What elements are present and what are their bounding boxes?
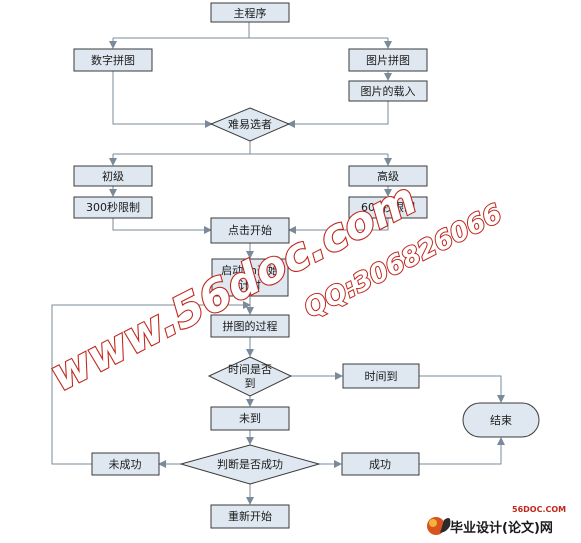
node-weidao: 未到: [210, 406, 290, 431]
node-lim300-label: 300秒限制: [86, 200, 140, 214]
node-weidao-label: 未到: [239, 412, 261, 425]
edges: [51, 22, 505, 505]
node-timer: 启动Th开始 计时: [211, 258, 289, 297]
node-gaoji: 高级: [348, 165, 428, 187]
node-jieshu-label: 结束: [490, 414, 512, 427]
node-shuzi-label: 数字拼图: [91, 53, 135, 67]
node-lim300: 300秒限制: [73, 196, 153, 219]
node-timer-label-2: 计时: [239, 279, 261, 292]
node-chongxin-label: 重新开始: [228, 509, 272, 523]
node-chuji-label: 初级: [102, 169, 124, 183]
logo-main-text: 毕业设计(论文)网: [450, 520, 553, 536]
node-chenggong-label: 成功: [369, 458, 391, 471]
node-lim600: 600秒限制: [348, 196, 428, 219]
node-gaoji-label: 高级: [377, 169, 399, 183]
node-weichenggong: 未成功: [91, 452, 160, 476]
node-tupian: 图片拼图: [348, 48, 428, 72]
edge-shuzi-nanyi: [112, 71, 213, 128]
edge-loop-back: [51, 301, 251, 465]
node-chuji: 初级: [73, 165, 153, 187]
node-dianji: 点击开始: [210, 217, 290, 244]
node-shijiandao-label: 时间到: [365, 370, 398, 383]
edge-split-shuzi: [113, 37, 388, 48]
node-tupian-label: 图片拼图: [366, 53, 410, 67]
node-chenggong: 成功: [341, 452, 420, 476]
site-logo: 56DOC.COM 毕业设计(论文)网: [427, 505, 566, 536]
node-chongxin: 重新开始: [210, 504, 290, 529]
edge-dao-jieshu: [419, 375, 505, 403]
node-nanyi: 难易选者: [209, 107, 291, 142]
node-shuzi: 数字拼图: [73, 48, 153, 72]
edge-zairu-nanyi: [287, 101, 389, 128]
node-timer-label-1: 启动Th开始: [221, 263, 279, 277]
node-dianji-label: 点击开始: [228, 223, 272, 237]
node-main: 主程序: [210, 2, 290, 23]
node-lim600-label: 600秒限制: [361, 200, 415, 214]
node-shijian-label-1: 时间是否: [228, 363, 272, 376]
edge-split-chuji: [113, 153, 388, 165]
node-zairu: 图片的载入: [348, 80, 428, 102]
node-jieshu: 结束: [462, 402, 540, 438]
node-panduan-label: 判断是否成功: [217, 457, 283, 471]
node-shijiandao: 时间到: [342, 363, 420, 389]
logo-flame-icon: [427, 517, 451, 535]
node-nanyi-label: 难易选者: [228, 118, 272, 131]
node-shijian-label-2: 到: [245, 377, 256, 390]
edge-300-dianji: [112, 218, 212, 234]
node-panduan: 判断是否成功: [179, 444, 321, 485]
node-guocheng: 拼图的过程: [210, 314, 290, 338]
edge-600-dianji: [288, 218, 389, 234]
node-weichenggong-label: 未成功: [109, 458, 142, 471]
node-main-label: 主程序: [234, 6, 267, 20]
edge-chenggong-jieshu: [419, 437, 505, 465]
logo-small-text: 56DOC.COM: [512, 505, 566, 514]
node-guocheng-label: 拼图的过程: [223, 319, 278, 333]
node-zairu-label: 图片的载入: [361, 84, 416, 98]
node-shijian: 时间是否 到: [207, 356, 293, 397]
